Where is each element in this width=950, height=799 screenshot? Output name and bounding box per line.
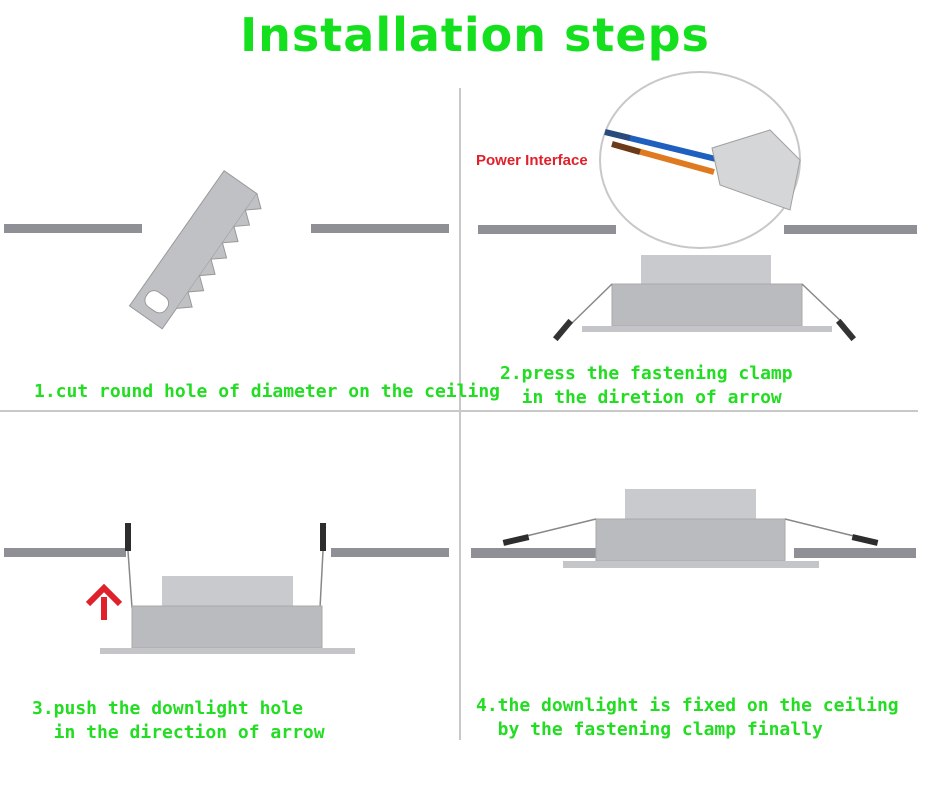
ceiling-right bbox=[794, 548, 916, 558]
clamp-right bbox=[320, 523, 326, 551]
downlight-rim bbox=[100, 648, 355, 654]
ceiling-left bbox=[4, 548, 126, 557]
spring-left bbox=[569, 283, 613, 326]
power-cable-icon bbox=[604, 129, 801, 211]
clamp-left bbox=[125, 523, 131, 551]
spring-right bbox=[801, 283, 846, 326]
ceiling-left bbox=[4, 224, 142, 233]
ceiling-right bbox=[331, 548, 449, 557]
page-title: Installation steps bbox=[240, 8, 710, 62]
step2-panel bbox=[478, 71, 917, 342]
spring-left bbox=[127, 550, 133, 609]
clamp-right bbox=[851, 534, 879, 546]
clamp-left bbox=[552, 318, 574, 342]
driver-box bbox=[162, 576, 293, 606]
clamp-right bbox=[835, 318, 857, 342]
ceiling-right bbox=[311, 224, 449, 233]
driver-box bbox=[625, 489, 756, 519]
step1-caption: 1.cut round hole of diameter on the ceil… bbox=[34, 381, 500, 402]
downlight-rim bbox=[582, 326, 832, 332]
ceiling-left bbox=[478, 225, 616, 234]
saw-icon bbox=[128, 170, 262, 330]
driver-box bbox=[641, 255, 771, 285]
step3-caption: 3.push the downlight hole in the directi… bbox=[32, 698, 325, 743]
downlight-rim bbox=[563, 561, 819, 568]
downlight-body bbox=[595, 518, 786, 562]
ceiling-left bbox=[471, 548, 596, 558]
downlight-body bbox=[131, 605, 323, 649]
spring-right bbox=[319, 550, 324, 609]
step2-caption: 2.press the fastening clamp in the diret… bbox=[500, 363, 793, 408]
step1-panel bbox=[4, 170, 449, 330]
step4-caption: 4.the downlight is fixed on the ceiling … bbox=[476, 695, 899, 740]
step3-panel bbox=[4, 523, 449, 654]
downlight-body bbox=[611, 283, 803, 327]
clamp-left bbox=[502, 534, 530, 546]
power-interface-label: Power Interface bbox=[476, 152, 588, 169]
ceiling-right bbox=[784, 225, 917, 234]
step4-panel bbox=[471, 489, 916, 568]
up-arrow-icon bbox=[85, 583, 123, 620]
